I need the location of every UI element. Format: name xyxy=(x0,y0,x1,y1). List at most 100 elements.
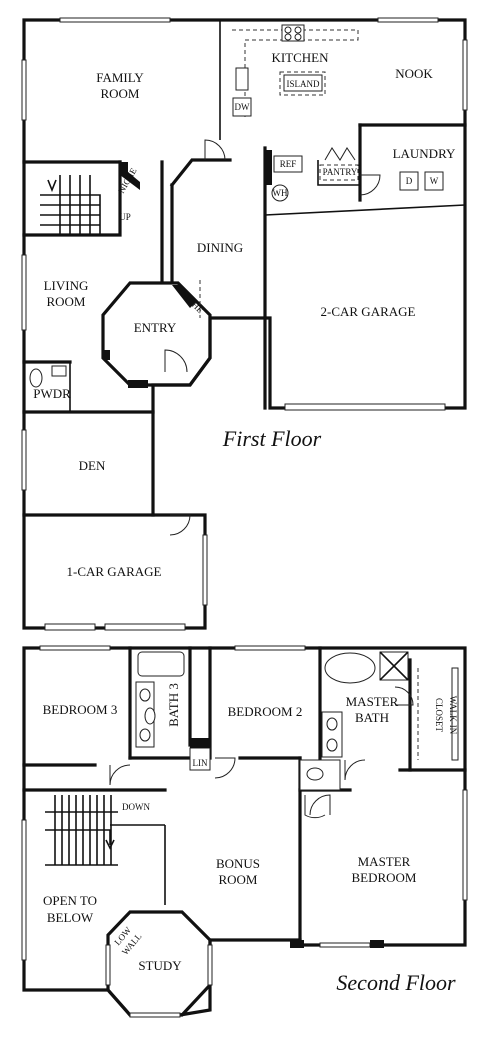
first-floor: FAMILY ROOM KITCHEN ISLAND NOOK DW REF P… xyxy=(21,17,468,631)
dishwasher xyxy=(232,97,252,117)
island-label: ISLAND xyxy=(287,79,320,89)
second-floor: BEDROOM 3 BATH 3 BEDROOM 2 MASTER BATH W… xyxy=(21,645,468,1018)
laundry-label: LAUNDRY xyxy=(393,146,456,161)
burner-2 xyxy=(294,26,302,34)
laundry-door-swing xyxy=(359,174,381,196)
window-study-left xyxy=(105,944,111,986)
refrigerator xyxy=(273,155,303,173)
master-door-swing xyxy=(304,795,326,819)
window-nook-right xyxy=(462,39,468,111)
garage-door-1car-left xyxy=(44,623,96,631)
entry-door-swing xyxy=(164,349,188,373)
bed3-door-swing xyxy=(109,764,131,786)
kitchen-island xyxy=(283,74,323,92)
open-to-below-label: OPEN TO xyxy=(43,893,97,908)
garage-side-door-swing xyxy=(169,514,191,536)
master-toilet xyxy=(306,767,324,781)
linen-label: LIN xyxy=(193,758,208,768)
kitchen-sink xyxy=(235,67,249,91)
bath3-sink-1 xyxy=(139,688,151,702)
washer-label: W xyxy=(430,176,439,186)
window-nook-top xyxy=(377,17,439,23)
garage-top-wall xyxy=(264,204,466,216)
window-den-left xyxy=(21,429,27,491)
kitchen-label: KITCHEN xyxy=(271,50,329,65)
window-study-right xyxy=(207,944,213,986)
entry-column-3 xyxy=(128,380,148,388)
bonus-room-label-2: ROOM xyxy=(218,872,257,887)
master-sink-1 xyxy=(326,717,338,731)
entry-octagon xyxy=(101,281,212,387)
master-door-swing-2 xyxy=(309,794,331,816)
pantry-label: PANTRY xyxy=(323,167,358,177)
second-floor-title: Second Floor xyxy=(336,970,456,995)
two-car-garage-label: 2-CAR GARAGE xyxy=(321,304,416,319)
dining-label: DINING xyxy=(197,240,243,255)
kitchen-island-outline xyxy=(279,71,326,96)
family-room-label-2: ROOM xyxy=(100,86,139,101)
burner-1 xyxy=(284,26,292,34)
ref-label: REF xyxy=(280,159,297,169)
family-door-swing xyxy=(204,139,226,161)
window-open-left xyxy=(21,819,27,961)
window-study-bottom xyxy=(129,1012,181,1018)
niche-wall-block xyxy=(120,162,140,190)
stair-enclosure xyxy=(22,160,122,237)
master-bath-label: MASTER xyxy=(346,694,399,709)
pwdr-sink xyxy=(51,365,67,377)
one-car-garage-label: 1-CAR GARAGE xyxy=(67,564,162,579)
study-label: STUDY xyxy=(138,958,182,973)
down-label: DOWN xyxy=(122,802,150,812)
master-sink-2 xyxy=(326,738,338,752)
master-tub xyxy=(324,652,376,684)
bath3-toilet xyxy=(144,707,156,725)
niche-label-2: NICHE xyxy=(179,289,206,316)
dryer xyxy=(399,171,419,191)
master-bath-door-swing xyxy=(344,759,366,781)
window-bed3-top xyxy=(39,645,111,651)
linen-block xyxy=(190,738,210,748)
burner-3 xyxy=(284,33,292,41)
up-label: UP xyxy=(119,212,131,222)
bath3-sink-2 xyxy=(139,728,151,742)
window-master-bottom xyxy=(319,942,371,948)
garage-door-2car xyxy=(284,403,446,411)
entry-column-2 xyxy=(103,350,110,360)
kitchen-block xyxy=(265,150,272,185)
bedroom-3-label: BEDROOM 3 xyxy=(43,702,118,717)
living-room-label-2: ROOM xyxy=(46,294,85,309)
den-label: DEN xyxy=(79,458,106,473)
closet-shelf-right xyxy=(451,667,459,761)
wall-block-2 xyxy=(370,940,384,948)
burner-4 xyxy=(294,33,302,41)
window-family-top xyxy=(59,17,171,23)
bath3-tub xyxy=(137,651,185,677)
first-floor-title: First Floor xyxy=(222,426,322,451)
open-to-below-label-2: BELOW xyxy=(47,910,94,925)
window-family-left xyxy=(21,59,27,121)
garage-door-1car-right xyxy=(104,623,186,631)
pwdr-toilet xyxy=(29,368,43,388)
master-bedroom-label-2: BEDROOM xyxy=(351,870,416,885)
pantry-wall xyxy=(317,160,360,186)
pwdr-label: PWDR xyxy=(33,386,71,401)
water-heater-label: WH xyxy=(273,188,288,198)
window-garage-right xyxy=(202,534,208,606)
second-floor-stairs xyxy=(45,795,118,866)
first-floor-stairs xyxy=(40,175,101,235)
pantry-outline xyxy=(319,164,359,181)
bonus-room-label: BONUS xyxy=(216,856,260,871)
bath-3-label: BATH 3 xyxy=(166,683,181,727)
master-bath-label-2: BATH xyxy=(355,710,389,725)
dryer-label: D xyxy=(406,176,413,186)
nook-label: NOOK xyxy=(395,66,433,81)
bedroom-2-label: BEDROOM 2 xyxy=(228,704,303,719)
window-master-right xyxy=(462,789,468,901)
window-bed2-top xyxy=(234,645,306,651)
entry-column-1 xyxy=(172,285,196,308)
closet-label: CLOSET xyxy=(434,698,444,733)
master-bedroom-label: MASTER xyxy=(358,854,411,869)
bed2-door-swing xyxy=(214,757,236,779)
window-living-left xyxy=(21,254,27,331)
